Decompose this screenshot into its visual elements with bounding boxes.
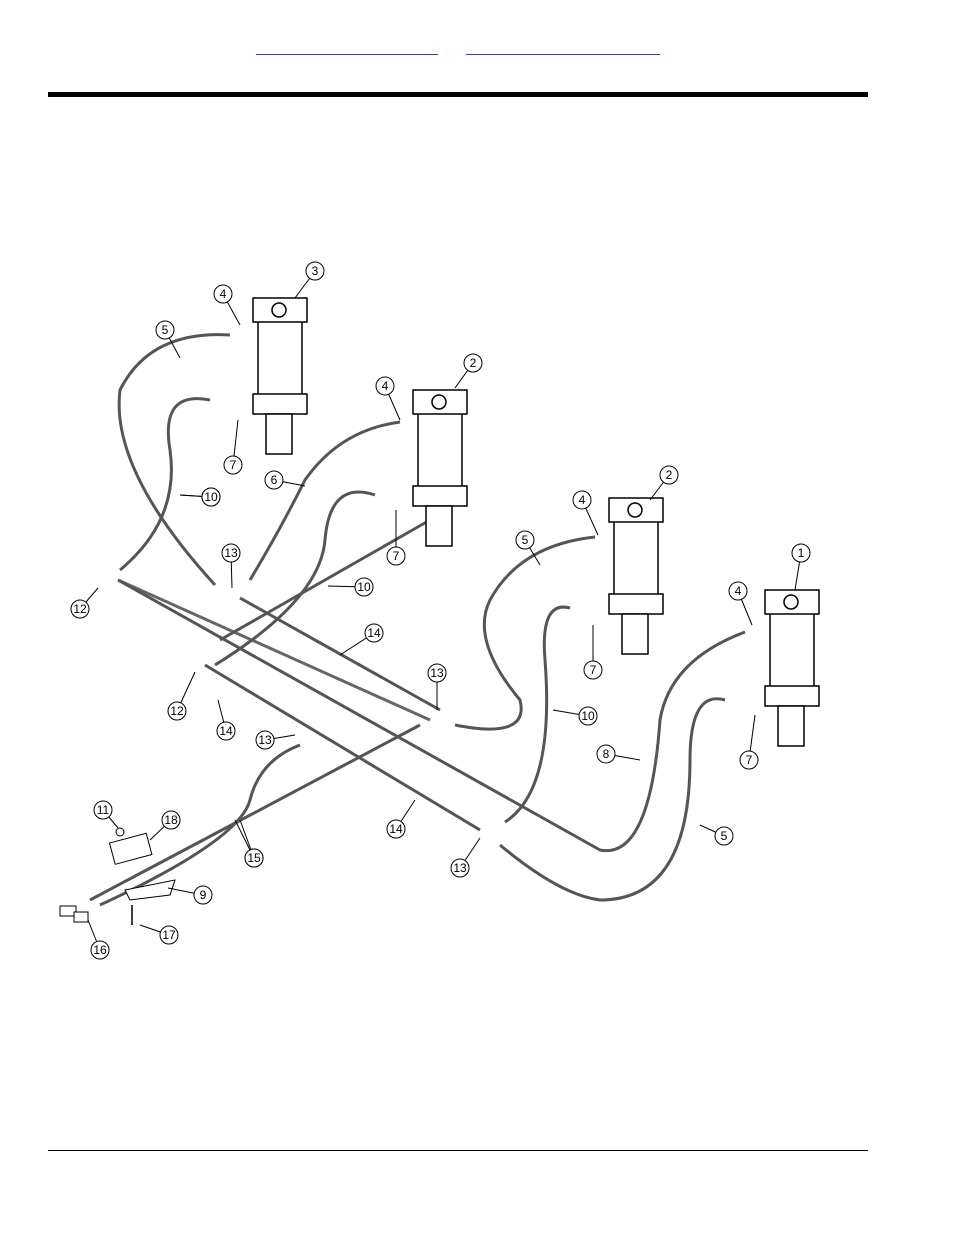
callout-label: 18 — [164, 813, 178, 827]
callout-label: 13 — [430, 666, 444, 680]
callout-18: 18 — [150, 811, 180, 840]
hose-diagonal-a — [118, 580, 430, 720]
callout-label: 7 — [393, 549, 400, 563]
hose-5-bottom — [500, 699, 725, 900]
callout-1: 1 — [792, 544, 810, 590]
callout-label: 2 — [666, 468, 673, 482]
callout-label: 7 — [230, 458, 237, 472]
callout-label: 4 — [735, 584, 742, 598]
callout-16: 16 — [88, 920, 109, 959]
callout-14: 14 — [340, 624, 383, 655]
hose-5-top — [119, 335, 230, 585]
callout-4: 4 — [376, 377, 400, 420]
callout-4: 4 — [729, 582, 752, 625]
callout-17: 17 — [140, 925, 178, 944]
hose-14-a — [240, 598, 440, 710]
callout-10: 10 — [180, 488, 220, 506]
callout-13: 13 — [222, 544, 240, 588]
callout-label: 15 — [247, 851, 261, 865]
callout-4: 4 — [214, 285, 240, 325]
callout-label: 4 — [220, 287, 227, 301]
hose-5-mid — [455, 537, 595, 729]
callout-14: 14 — [387, 800, 415, 838]
cylinder-3 — [253, 298, 307, 454]
hose-15-b — [100, 745, 300, 905]
callout-15: 15 — [240, 820, 263, 867]
callout-3: 3 — [295, 262, 324, 298]
callout-9: 9 — [168, 886, 212, 904]
callout-label: 14 — [389, 822, 403, 836]
cylinder-1 — [765, 590, 819, 746]
callout-label: 16 — [93, 943, 107, 957]
callout-10: 10 — [553, 707, 597, 725]
hose-10-mid — [215, 492, 375, 665]
callout-label: 9 — [200, 888, 207, 902]
hose-14-b — [205, 665, 480, 830]
cylinder-2b — [609, 498, 663, 654]
callout-label: 6 — [271, 473, 278, 487]
callout-12: 12 — [71, 588, 98, 618]
callout-10: 10 — [328, 578, 373, 596]
callout-label: 12 — [170, 704, 184, 718]
hose-15-a — [90, 725, 420, 900]
callout-label: 13 — [224, 546, 238, 560]
callout-6: 6 — [265, 471, 305, 489]
callout-label: 3 — [312, 264, 319, 278]
callout-8: 8 — [597, 745, 640, 763]
callouts: 1223444455567777891010101011121213131313… — [71, 262, 810, 959]
callout-label: 14 — [219, 724, 233, 738]
callout-label: 11 — [97, 803, 110, 817]
callout-7: 7 — [740, 715, 758, 769]
hose-10-top — [120, 399, 210, 570]
callout-7: 7 — [224, 420, 242, 474]
callout-13: 13 — [451, 838, 480, 877]
callout-label: 7 — [590, 663, 597, 677]
callout-14: 14 — [217, 700, 235, 740]
callout-label: 10 — [357, 580, 371, 594]
callout-4: 4 — [573, 491, 598, 535]
callout-label: 1 — [798, 546, 805, 560]
hose-10-right — [505, 607, 570, 822]
callout-13: 13 — [256, 731, 295, 749]
callout-label: 14 — [367, 626, 381, 640]
callout-label: 4 — [579, 493, 586, 507]
callout-label: 12 — [73, 602, 87, 616]
callout-11: 11 — [94, 801, 118, 828]
callout-5: 5 — [700, 825, 733, 845]
callout-label: 2 — [470, 356, 477, 370]
callout-label: 17 — [162, 928, 176, 942]
cylinder-2a — [413, 390, 467, 546]
callout-label: 5 — [162, 323, 169, 337]
callout-label: 13 — [453, 861, 467, 875]
callout-2: 2 — [650, 466, 678, 500]
callout-label: 8 — [603, 747, 610, 761]
callout-7: 7 — [584, 625, 602, 679]
callout-label: 10 — [204, 490, 218, 504]
callout-label: 13 — [258, 733, 272, 747]
callout-label: 5 — [721, 829, 728, 843]
callout-label: 10 — [581, 709, 595, 723]
callout-12: 12 — [168, 672, 195, 720]
callout-label: 7 — [746, 753, 753, 767]
callout-label: 4 — [382, 379, 389, 393]
callout-2: 2 — [455, 354, 482, 388]
callout-label: 5 — [522, 533, 529, 547]
